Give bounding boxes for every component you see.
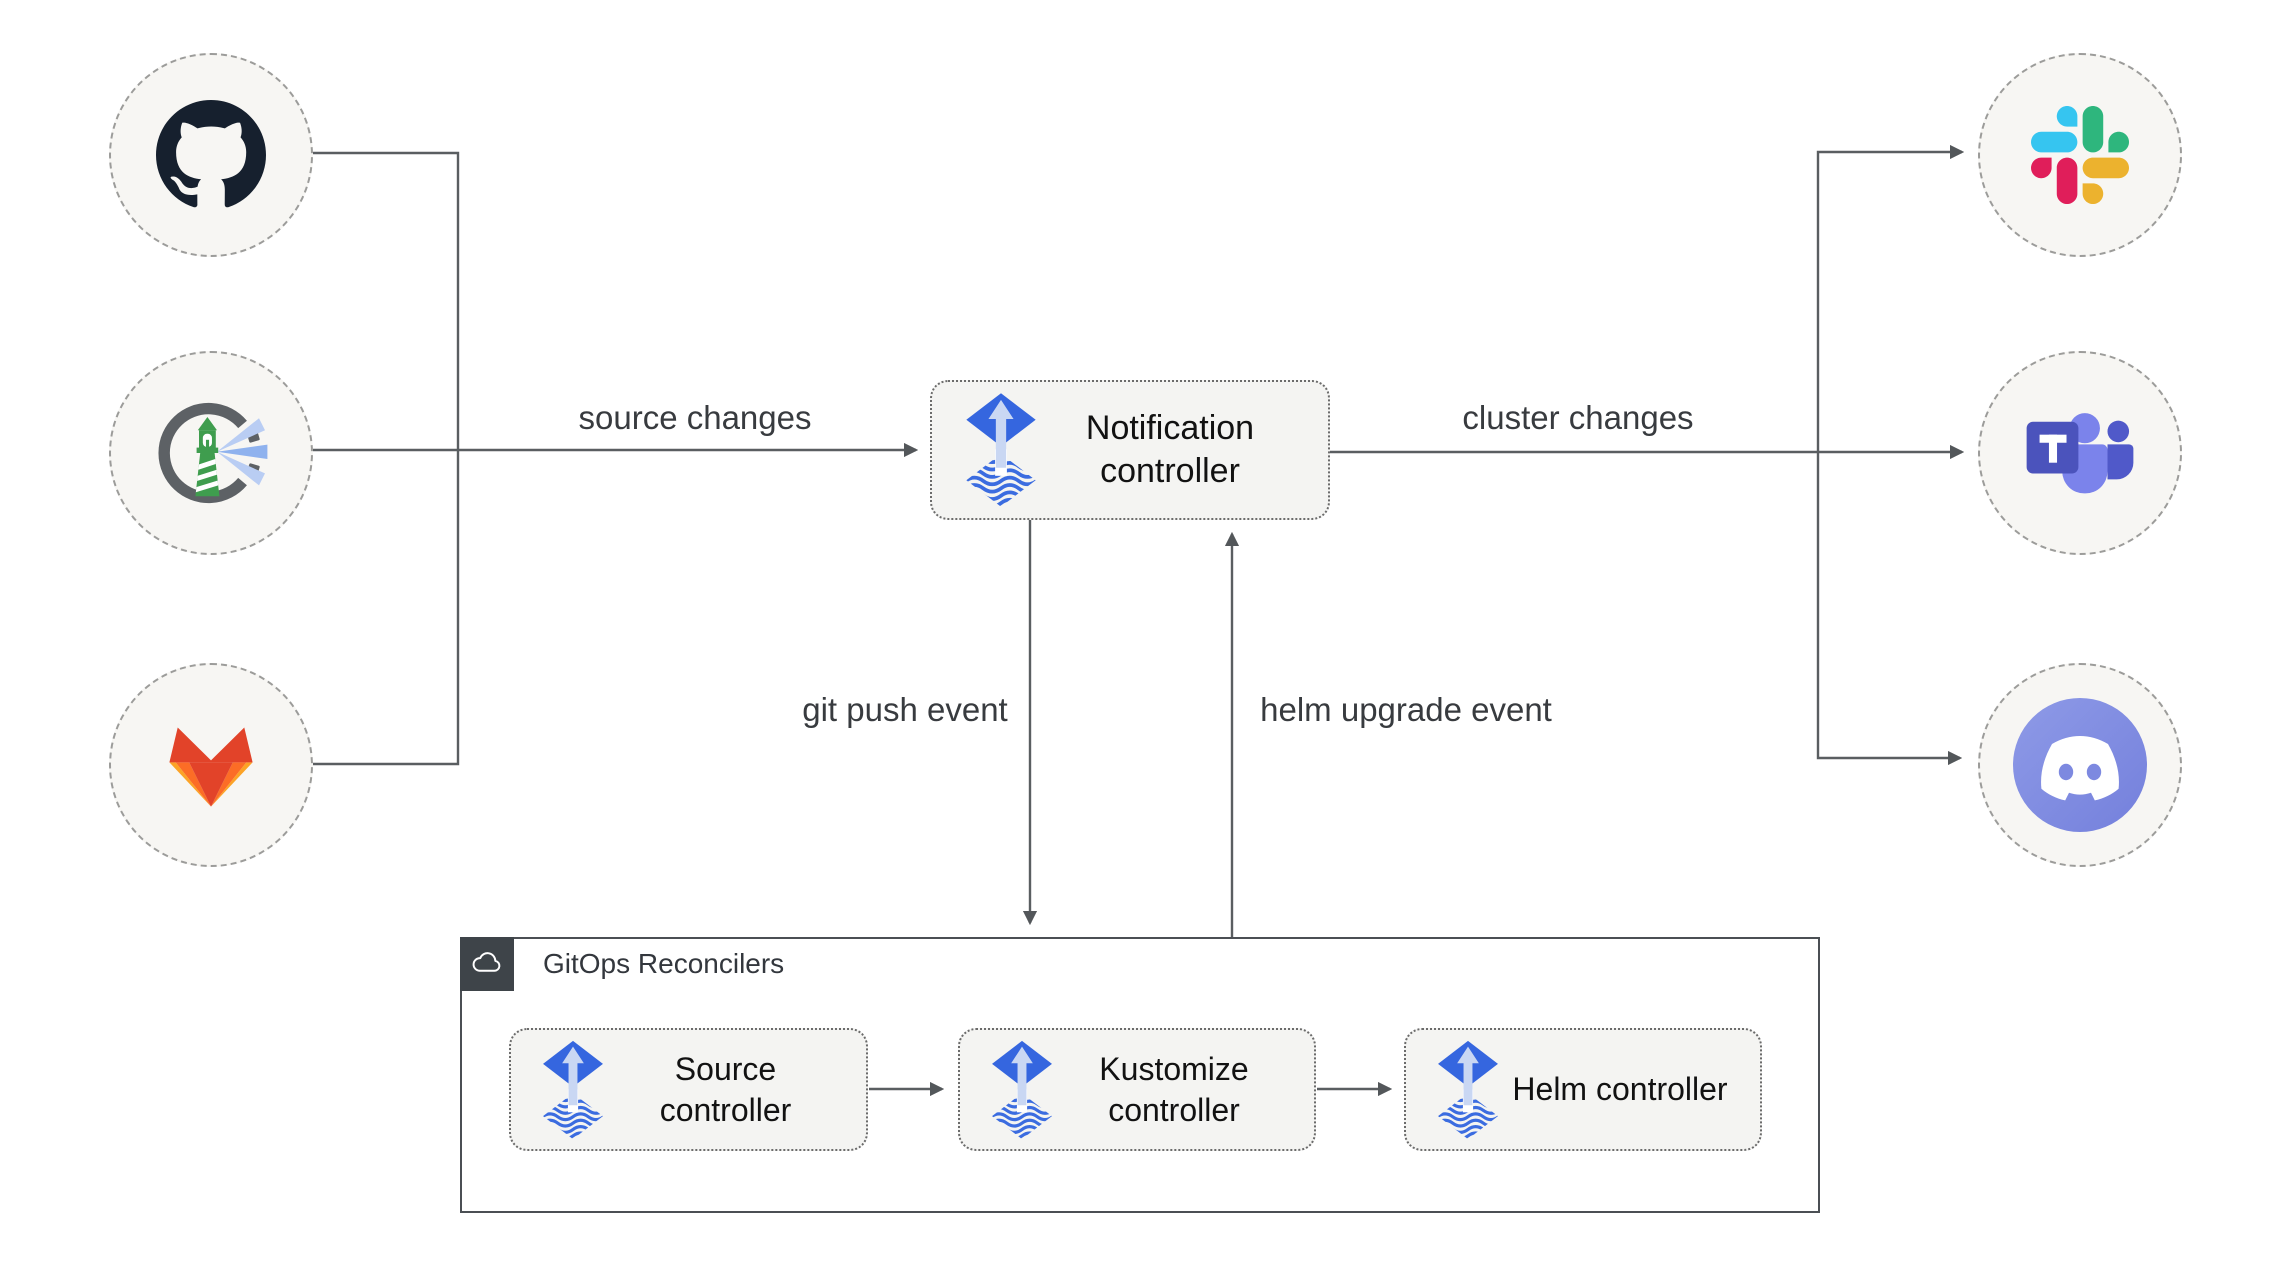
source-controller-label: Source controller xyxy=(659,1050,792,1128)
kustomize-controller-node: Kustomize controller xyxy=(958,1028,1316,1151)
flux-icon xyxy=(964,391,1038,509)
notification-controller-node: Notification controller xyxy=(930,380,1330,520)
wire-branch-slack xyxy=(1816,144,1965,452)
gitlab-fox-icon xyxy=(159,718,263,812)
github-octocat-icon xyxy=(156,100,266,210)
wire-branch-discord xyxy=(1816,452,1963,766)
discord-icon xyxy=(1980,665,2180,865)
microsoft-teams-icon xyxy=(2018,399,2142,507)
source-node-registry xyxy=(109,351,313,555)
flux-icon xyxy=(541,1039,605,1141)
target-node-slack xyxy=(1978,53,2182,257)
wire-left-bus xyxy=(313,151,460,766)
cloud-icon xyxy=(469,946,505,982)
kustomize-controller-label: Kustomize controller xyxy=(1099,1050,1249,1128)
helm-controller-label: Helm controller xyxy=(1512,1071,1728,1108)
lighthouse-registry-icon xyxy=(151,393,271,513)
edge-label-git-push-event: git push event xyxy=(802,691,1008,728)
target-node-discord xyxy=(1978,663,2182,867)
source-controller-node: Source controller xyxy=(509,1028,868,1151)
notification-controller-label: Notification controller xyxy=(1085,408,1255,490)
source-node-gitlab xyxy=(109,663,313,867)
helm-controller-node: Helm controller xyxy=(1404,1028,1762,1151)
edge-label-cluster-changes: cluster changes xyxy=(1462,399,1694,436)
gitops-reconcilers-tab xyxy=(460,937,514,991)
gitops-reconcilers-group xyxy=(460,937,1820,1213)
slack-icon xyxy=(2031,106,2129,204)
edge-label-helm-upgrade-event: helm upgrade event xyxy=(1260,691,1552,728)
target-node-teams xyxy=(1978,351,2182,555)
flux-icon xyxy=(990,1039,1054,1141)
gitops-reconcilers-title: GitOps Reconcilers xyxy=(543,948,785,979)
flux-icon xyxy=(1436,1039,1500,1141)
source-node-github xyxy=(109,53,313,257)
edge-label-source-changes: source changes xyxy=(578,399,812,436)
